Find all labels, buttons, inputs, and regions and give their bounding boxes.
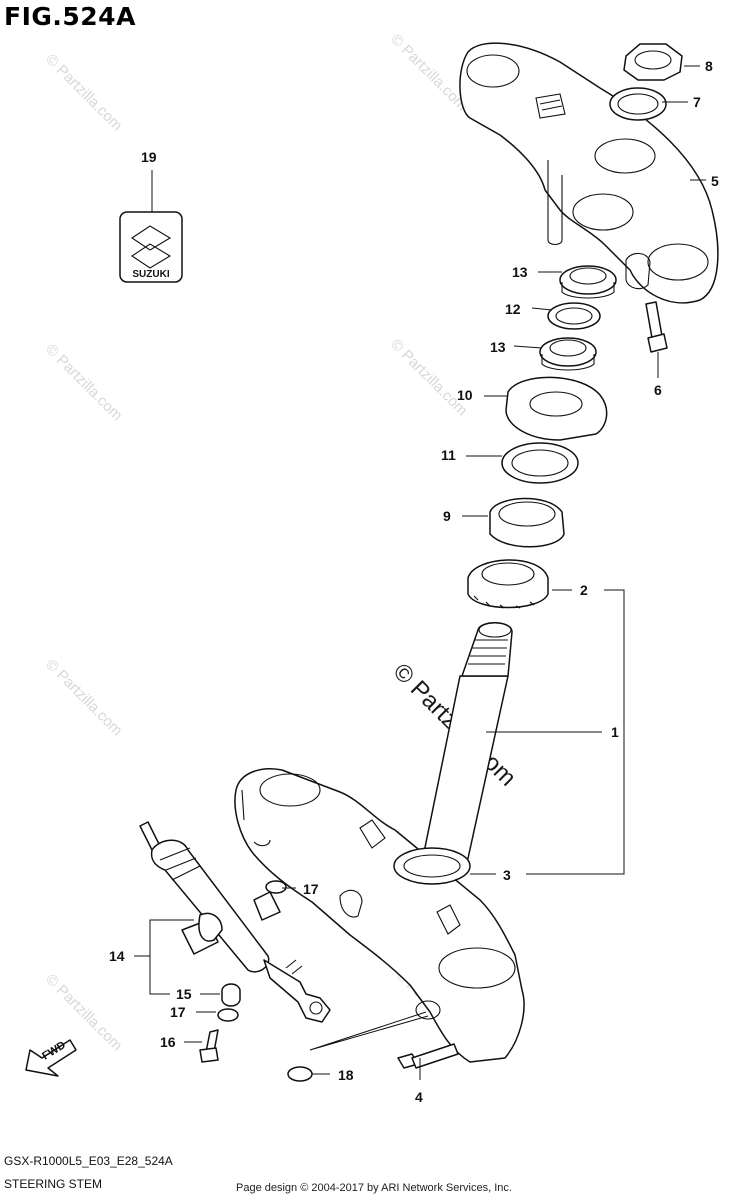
- watermark-text: © Partzilla.com: [387, 31, 470, 114]
- steering-stem-shaft[interactable]: [419, 622, 513, 873]
- upper-triple-clamp[interactable]: [459, 42, 719, 304]
- callout-15: 15: [176, 986, 192, 1002]
- watermark-text: © Partzilla.com: [42, 51, 125, 134]
- lower-bearing-seal[interactable]: [393, 847, 471, 885]
- bearing-race[interactable]: [489, 497, 565, 548]
- leader-lines: [134, 65, 706, 1080]
- callout-18: 18: [338, 1067, 354, 1083]
- damper-bolt[interactable]: [199, 1029, 219, 1063]
- bushing[interactable]: [221, 983, 241, 1007]
- figure-title: FIG.524A: [4, 2, 136, 31]
- damper-washer[interactable]: [217, 1008, 239, 1022]
- dust-cover[interactable]: [505, 376, 608, 441]
- callout-5: 5: [711, 173, 719, 189]
- emblem-label: SUZUKI: [132, 269, 169, 280]
- callout-3: 3: [503, 867, 511, 883]
- callout-labels: 8 7 5 19 13 12 13 6 10 11 9 2 1 3 17 14 …: [109, 58, 719, 1105]
- damper-washer-upper[interactable]: [265, 880, 287, 894]
- callout-7: 7: [693, 94, 701, 110]
- callout-11: 11: [441, 447, 456, 463]
- callout-17: 17: [170, 1004, 186, 1020]
- steering-damper[interactable]: [139, 821, 331, 1023]
- callout-16: 16: [160, 1034, 176, 1050]
- lock-nut-lower[interactable]: [539, 337, 597, 371]
- clamp-bolt[interactable]: [397, 1043, 459, 1069]
- page-credit: Page design © 2004-2017 by ARI Network S…: [236, 1182, 512, 1194]
- stem-nut[interactable]: [623, 43, 683, 81]
- callout-14: 14: [109, 948, 125, 964]
- suzuki-emblem[interactable]: SUZUKI: [119, 211, 183, 283]
- lock-washer[interactable]: [547, 302, 601, 330]
- callout-19: 19: [141, 149, 157, 165]
- flange-nut[interactable]: [287, 1066, 313, 1082]
- section-name: STEERING STEM: [4, 1177, 103, 1191]
- callout-12: 12: [505, 301, 521, 317]
- upper-bearing[interactable]: [467, 559, 549, 609]
- callout-13: 13: [512, 264, 528, 280]
- callout-6: 6: [654, 382, 662, 398]
- watermark-text: © Partzilla.com: [42, 341, 125, 424]
- watermark-text: © Partzilla.com: [42, 971, 125, 1054]
- lock-nut-upper[interactable]: [559, 265, 617, 299]
- seal-ring[interactable]: [501, 442, 579, 484]
- callout-9: 9: [443, 508, 451, 524]
- watermark-text: © Partzilla.com: [42, 656, 125, 739]
- watermark-text: © Partzilla.com: [387, 336, 470, 419]
- forward-arrow-icon: FWD: [25, 1039, 77, 1077]
- lower-bracket[interactable]: [234, 768, 525, 1063]
- callout-10: 10: [457, 387, 473, 403]
- model-code: GSX-R1000L5_E03_E28_524A: [4, 1154, 173, 1168]
- washer[interactable]: [609, 87, 667, 121]
- callout-13: 13: [490, 339, 506, 355]
- pinch-bolt[interactable]: [645, 301, 668, 353]
- callout-4: 4: [415, 1089, 423, 1105]
- callout-1: 1: [611, 724, 619, 740]
- callout-2: 2: [580, 582, 588, 598]
- callout-17: 17: [303, 881, 319, 897]
- callout-8: 8: [705, 58, 713, 74]
